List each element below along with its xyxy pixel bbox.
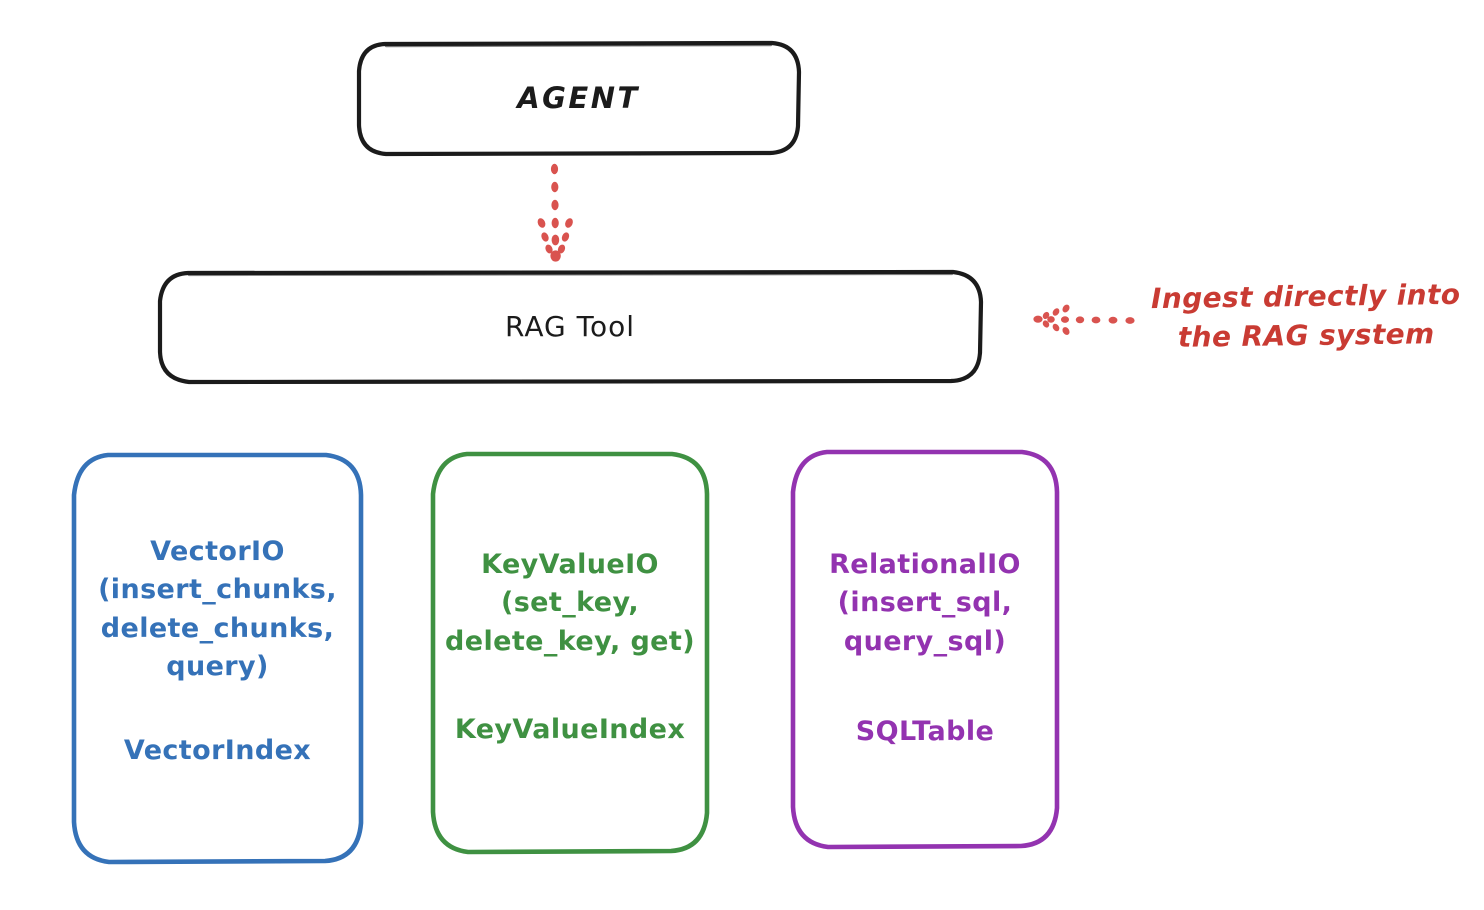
vector-io-api-label: VectorIO (insert_chunks, delete_chunks, … [98, 536, 337, 682]
agent-to-rag-tool-dotted-arrow [537, 163, 573, 262]
key-value-io-index-label: KeyValueIndex [454, 713, 686, 745]
ingest-dotted-arrow [1033, 304, 1135, 335]
vector-io-text-block: VectorIO (insert_chunks, delete_chunks, … [70, 451, 365, 771]
node-vector-io[interactable]: VectorIO (insert_chunks, delete_chunks, … [70, 451, 365, 866]
relational-io-api-label: RelationalIO (insert_sql, query_sql) [829, 549, 1021, 657]
relational-io-index-label: SQLTable [855, 715, 995, 747]
rag-tool-label: RAG Tool [505, 309, 635, 343]
relational-io-text-block: RelationalIO (insert_sql, query_sql) SQL… [789, 448, 1061, 751]
node-rag-tool[interactable]: RAG Tool [156, 269, 984, 385]
agent-label: AGENT [517, 81, 640, 116]
vector-io-index-label: VectorIndex [123, 735, 312, 767]
key-value-io-api-label: KeyValueIO (set_key, delete_key, get) [445, 549, 695, 657]
ingest-annotation-text: Ingest directly into the RAG system [1150, 277, 1461, 354]
key-value-io-text-block: KeyValueIO (set_key, delete_key, get) Ke… [429, 450, 711, 749]
node-agent[interactable]: AGENT [355, 40, 802, 157]
node-relational-io[interactable]: RelationalIO (insert_sql, query_sql) SQL… [789, 448, 1061, 851]
node-key-value-io[interactable]: KeyValueIO (set_key, delete_key, get) Ke… [429, 450, 711, 856]
